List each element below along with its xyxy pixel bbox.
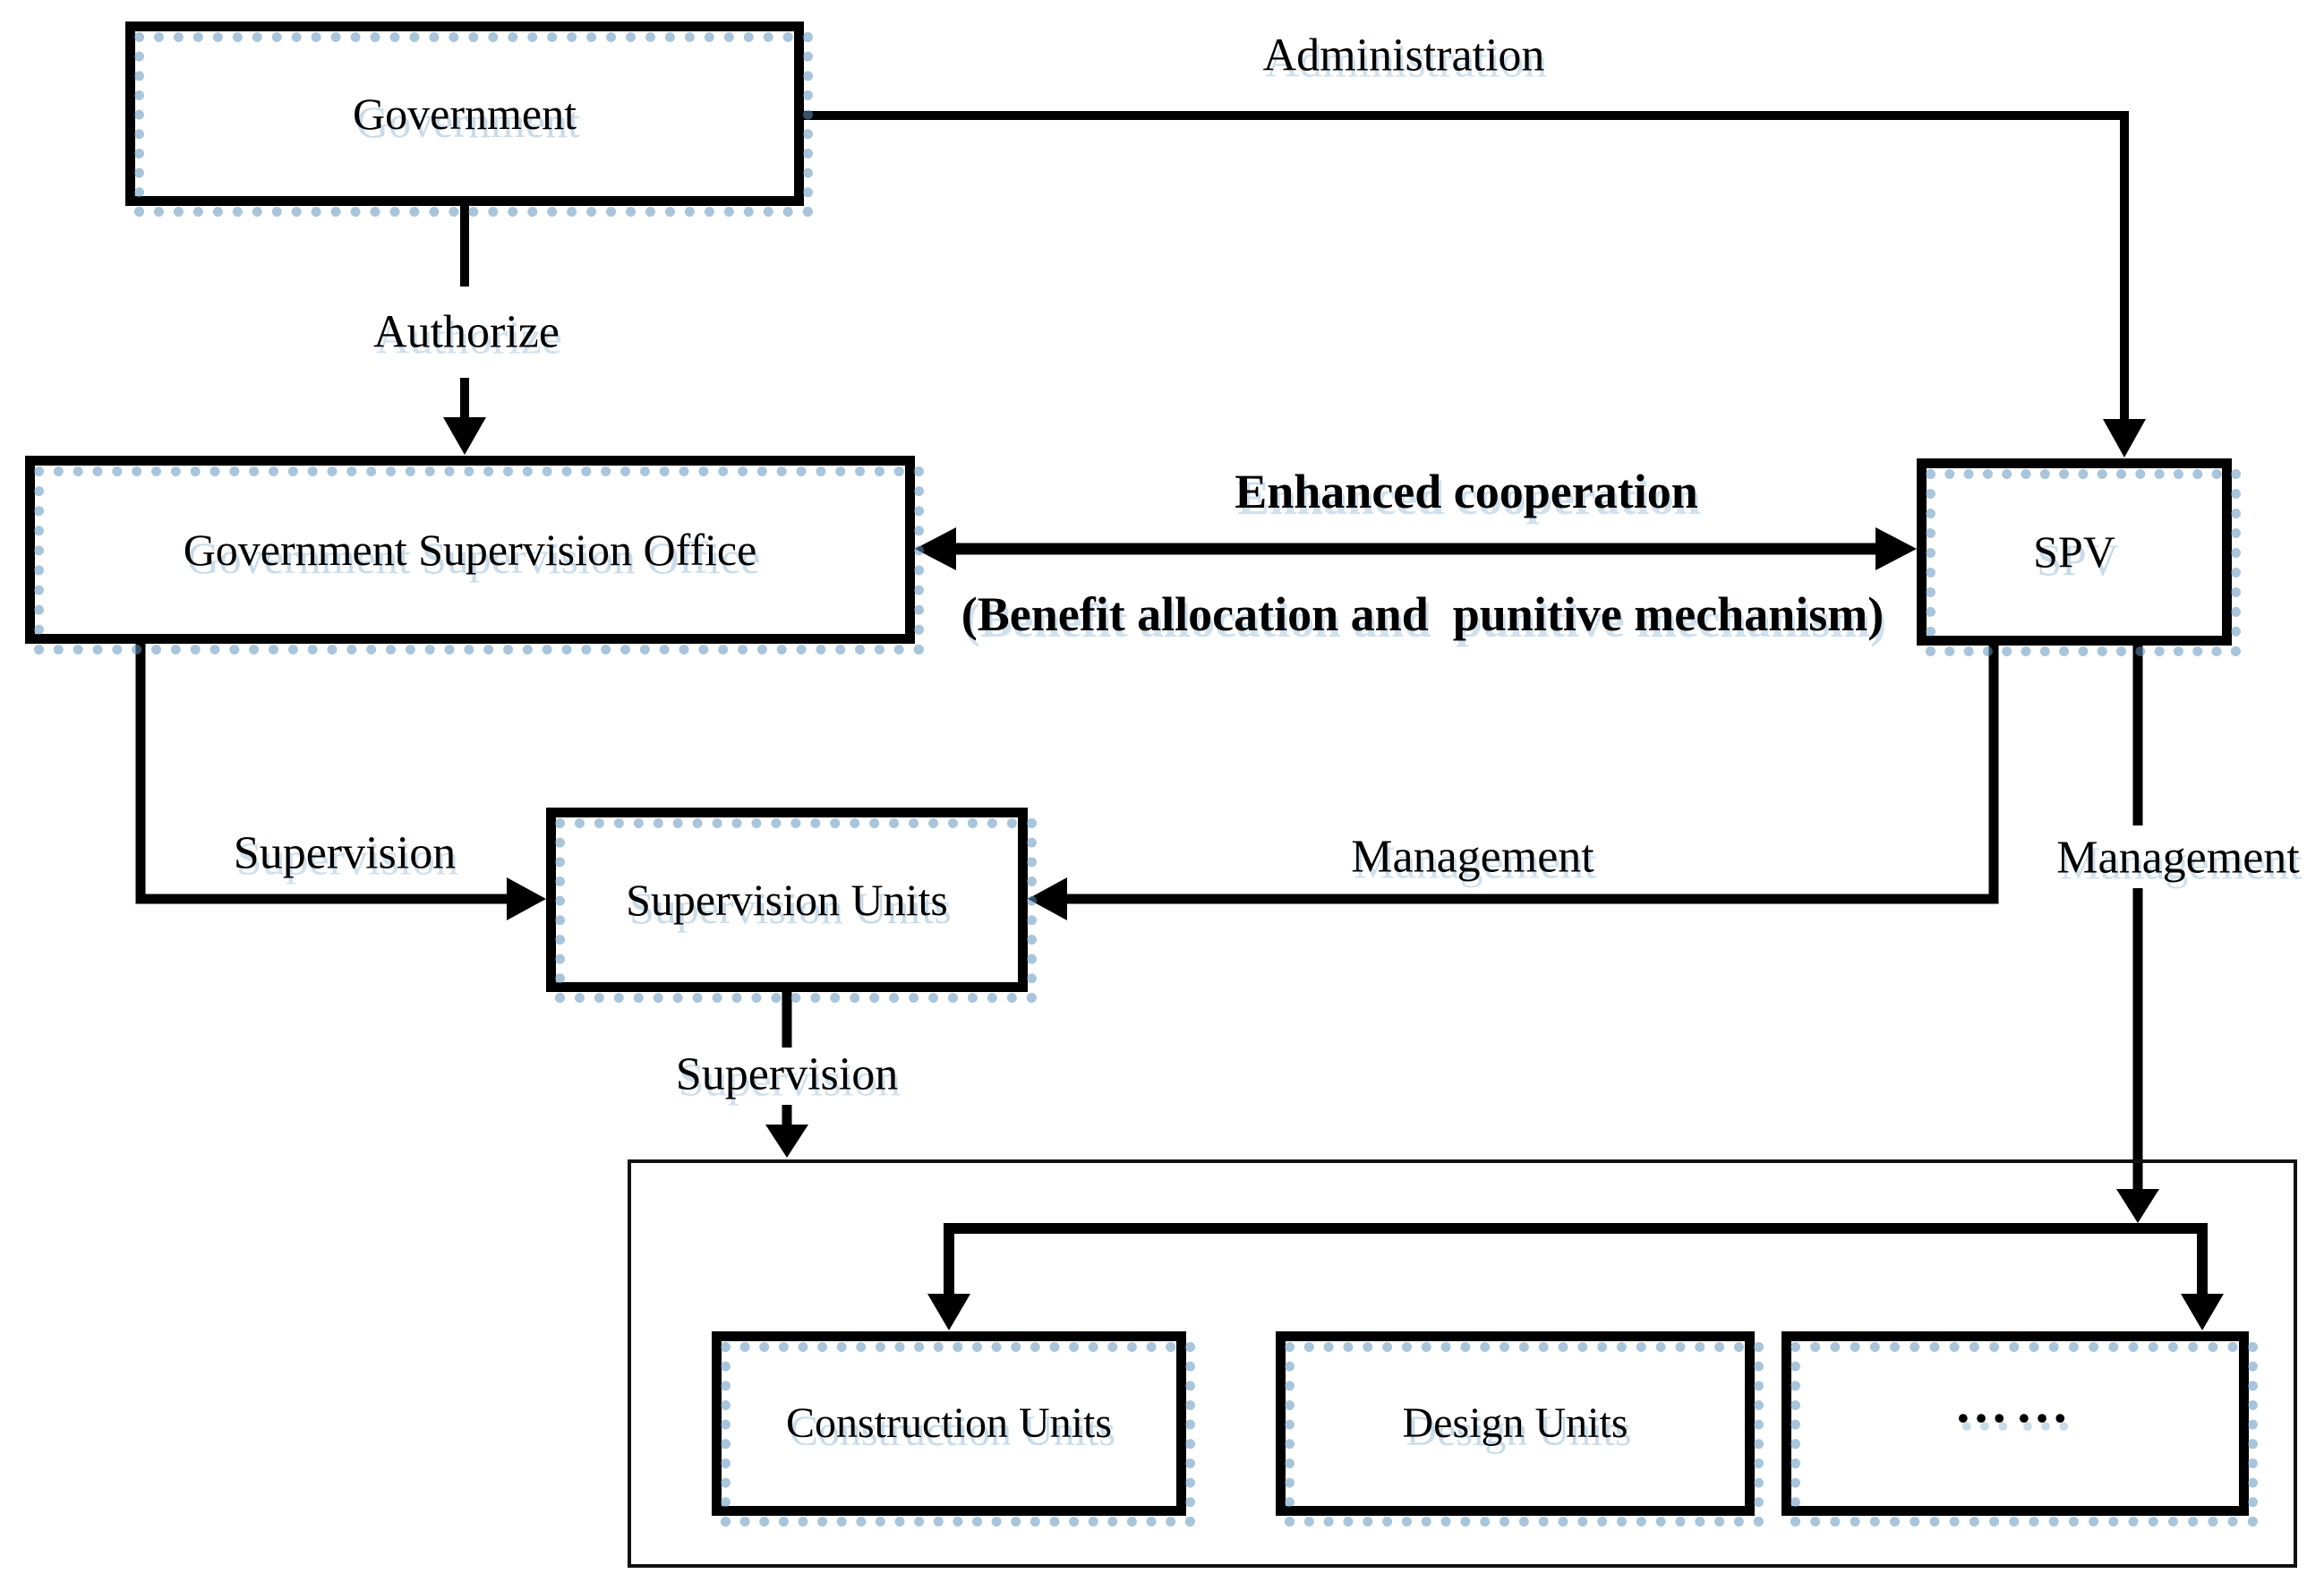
- node-gso-label: Government Supervision Office: [183, 524, 757, 575]
- edge-enhanced-cooperation: [915, 527, 1917, 570]
- node-government-supervision-office: Government Supervision Office: [25, 456, 915, 644]
- label-administration: Administration: [1262, 30, 1545, 81]
- node-government-label: Government: [353, 88, 577, 139]
- edge-management-projects: [2116, 646, 2159, 1223]
- node-spv: SPV: [1917, 458, 2232, 646]
- label-management-projects: Management: [2051, 831, 2305, 885]
- node-construction-units: Construction Units: [712, 1331, 1186, 1516]
- node-other-units-label: ……: [1954, 1374, 2076, 1433]
- node-government: Government: [125, 21, 804, 206]
- project-units-container: [628, 1159, 2297, 1568]
- label-supervision-units: Supervision: [670, 1048, 904, 1101]
- node-other-units: ……: [1781, 1331, 2249, 1516]
- label-benefit-mechanism: (Benefit allocation and punitive mechani…: [961, 587, 1884, 641]
- node-supervision-units: Supervision Units: [546, 808, 1028, 992]
- label-management-units: Management: [1351, 831, 1594, 883]
- label-authorize: Authorize: [373, 306, 560, 358]
- label-enhanced-cooperation: Enhanced cooperation: [1235, 465, 1698, 518]
- node-design-units: Design Units: [1276, 1331, 1755, 1516]
- node-construction-units-label: Construction Units: [785, 1399, 1112, 1447]
- label-supervision-gso: Supervision: [233, 827, 457, 879]
- node-spv-label: SPV: [2033, 526, 2115, 577]
- edge-administration: [804, 111, 2146, 458]
- node-supervision-units-label: Supervision Units: [626, 874, 948, 925]
- node-design-units-label: Design Units: [1402, 1399, 1628, 1447]
